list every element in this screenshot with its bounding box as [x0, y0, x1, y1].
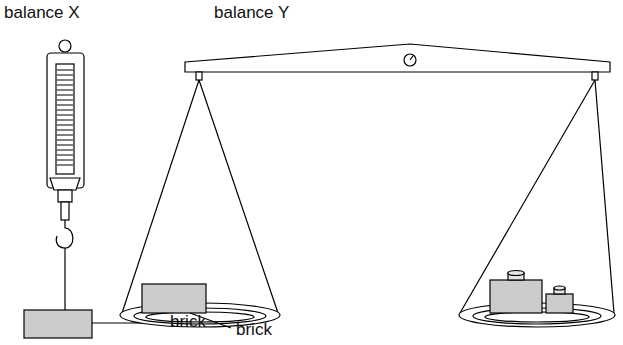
pan-string	[122, 80, 199, 313]
hanger	[592, 72, 598, 80]
balance-base	[50, 178, 80, 190]
hook	[56, 220, 73, 248]
ring	[59, 40, 71, 52]
pan-string	[460, 80, 595, 313]
string	[64, 248, 65, 310]
scale	[56, 64, 74, 174]
diagram-label: balance Y	[214, 4, 289, 23]
weight	[490, 280, 542, 313]
brick-block	[142, 284, 206, 313]
brick-block	[24, 310, 92, 338]
part-label: brick	[236, 321, 272, 340]
diagram-label: balance X	[4, 4, 80, 23]
scale-ticks	[57, 70, 73, 165]
spring-balance-body	[47, 53, 84, 188]
dial-pointer	[410, 56, 413, 60]
pan-string	[595, 80, 614, 313]
hanger	[196, 72, 202, 80]
rod	[61, 202, 69, 220]
rod-housing	[58, 190, 72, 202]
weight-knob-top	[554, 286, 565, 290]
weight-knob-top	[508, 271, 524, 276]
weight	[546, 294, 573, 313]
pivot-dial	[404, 54, 416, 66]
pan-string	[199, 80, 278, 313]
part-label: brick	[170, 313, 206, 332]
beam	[185, 44, 610, 72]
